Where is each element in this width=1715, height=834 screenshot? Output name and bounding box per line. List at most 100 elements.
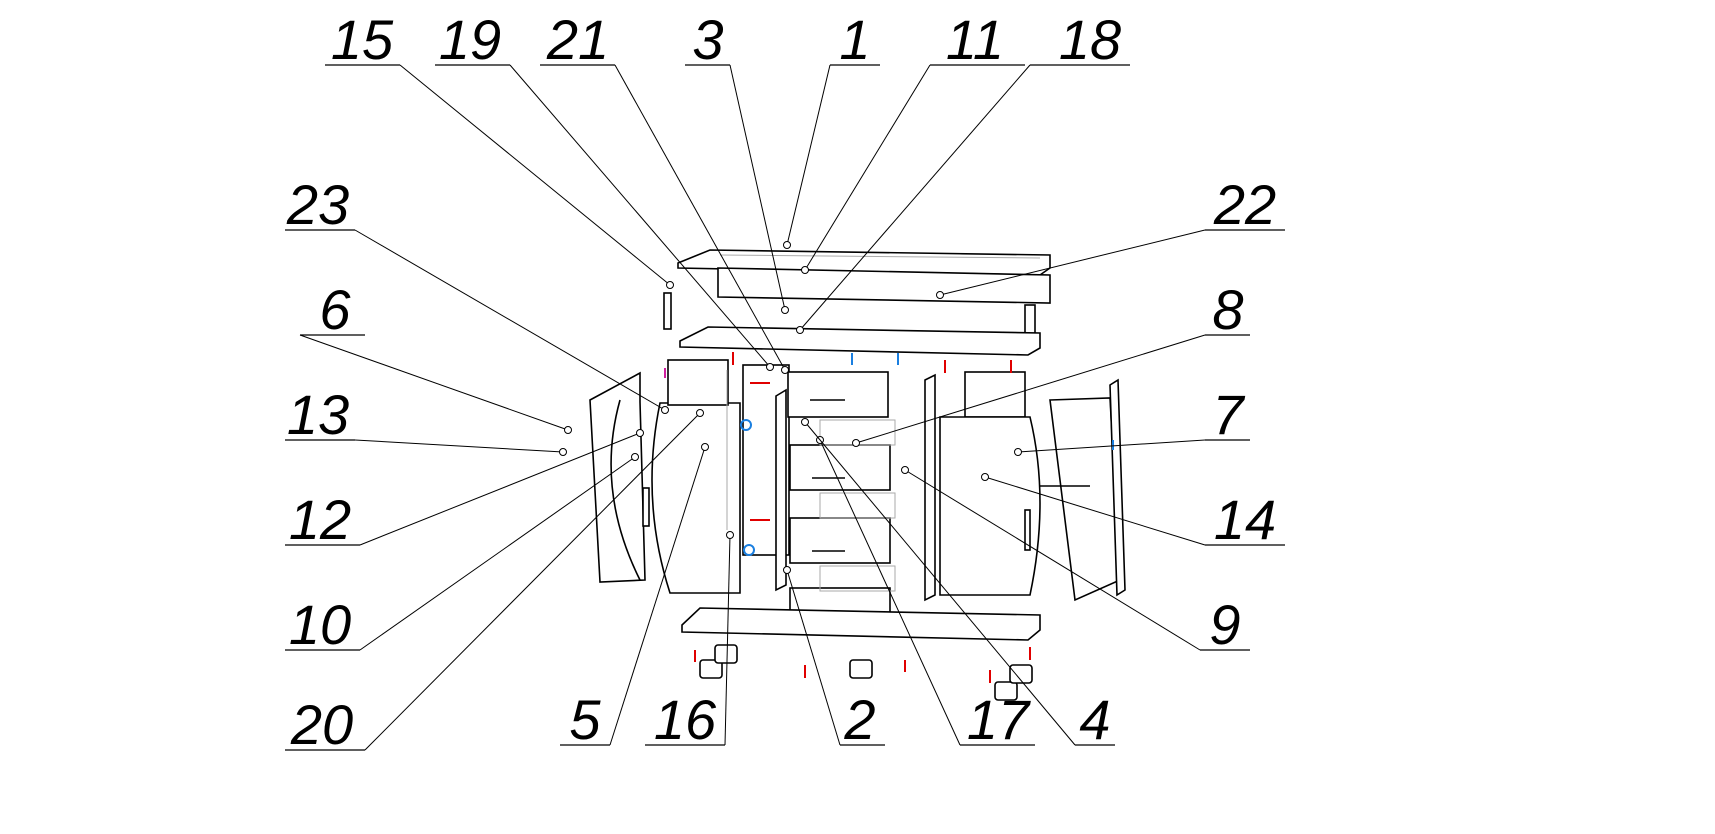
callout-9: 9 [901,466,1250,656]
part-number-label: 15 [331,8,394,71]
part-number-label: 1 [839,8,870,71]
leader-endpoint [852,439,860,447]
leader-line [799,64,1031,331]
leader-line [399,64,671,286]
callout-20: 20 [285,409,704,756]
leader-line [299,334,569,431]
leader-endpoint [661,406,669,414]
leader-endpoint [901,466,909,474]
callout-10: 10 [285,453,639,656]
part-number-label: 20 [290,693,353,756]
leader-endpoint [783,566,791,574]
callout-3: 3 [685,8,789,314]
leader-line [786,64,831,246]
leader-endpoint [701,443,709,451]
leader-line [359,432,641,546]
callout-23: 23 [285,173,669,414]
part-number-label: 5 [569,688,601,751]
leader-line [724,534,731,746]
part-number-label: 17 [967,688,1031,751]
part-number-label: 2 [843,688,875,751]
leader-line [904,469,1201,651]
leader-endpoint [1014,448,1022,456]
callout-17: 17 [816,436,1035,751]
part-number-label: 9 [1209,593,1240,656]
callout-13: 13 [285,383,567,456]
back-rail [717,267,1051,304]
leader-line [729,64,786,311]
part-number-label: 23 [286,173,349,236]
callout-22: 22 [936,173,1285,299]
part-number-label: 22 [1213,173,1276,236]
right-edge-strip [1109,378,1126,597]
part-number-label: 12 [289,488,351,551]
callout-8: 8 [852,278,1250,447]
leader-endpoint [631,453,639,461]
leader-line [855,334,1206,444]
callout-19: 19 [435,8,774,371]
drawer-stack [787,371,896,634]
part-number-label: 14 [1214,488,1276,551]
leader-line [359,456,636,651]
leader-endpoint [936,291,944,299]
part-number-label: 6 [319,278,351,341]
callout-12: 12 [285,429,644,551]
leader-endpoint [781,366,789,374]
leader-line [819,439,961,746]
part-number-label: 16 [654,688,717,751]
right-center-partition [924,373,936,602]
leader-endpoint [801,266,809,274]
part-number-label: 18 [1059,8,1121,71]
leader-line [939,229,1206,296]
small-strip [663,292,672,330]
leader-line [364,412,701,751]
part-number-label: 8 [1212,278,1243,341]
leader-endpoint [696,409,704,417]
leader-endpoint [981,473,989,481]
leader-line [614,64,786,371]
part-number-label: 21 [546,8,609,71]
part-number-label: 4 [1079,688,1110,751]
leader-line [509,64,771,368]
leader-line [1017,439,1206,453]
leader-line [786,569,841,746]
callout-11: 11 [801,8,1025,274]
drawer-side-rail [775,388,787,592]
shelf-panel [679,326,1041,356]
part-number-label: 11 [946,8,1004,71]
leader-endpoint [766,363,774,371]
callout-4: 4 [801,418,1115,751]
leader-line [804,64,931,271]
callout-15: 15 [325,8,674,289]
callout-6: 6 [299,278,572,434]
callout-1: 1 [783,8,880,249]
callout-5: 5 [560,443,709,751]
part-number-label: 3 [692,8,723,71]
right-outer-door [1049,397,1121,602]
callout-21: 21 [540,8,789,374]
leader-line [354,439,564,453]
callout-14: 14 [981,473,1285,551]
part-number-label: 10 [289,593,351,656]
leader-endpoint [726,531,734,539]
leader-endpoint [636,429,644,437]
right-top-panel [964,371,1026,418]
leader-endpoint [781,306,789,314]
legs [699,644,1033,701]
left-side-panel [667,359,729,406]
right-inner-door [939,416,1041,596]
bottom-plinth [681,607,1041,641]
leader-line [354,229,666,411]
callout-7: 7 [1014,383,1250,456]
leader-line [984,476,1206,546]
callout-16: 16 [645,531,734,751]
leader-endpoint [564,426,572,434]
cabinet-exploded-drawing [589,249,1126,701]
leader-line [804,421,1076,746]
right-handle [1024,509,1031,551]
part-number-label: 13 [287,383,349,446]
part-number-label: 7 [1212,383,1245,446]
leader-endpoint [666,281,674,289]
